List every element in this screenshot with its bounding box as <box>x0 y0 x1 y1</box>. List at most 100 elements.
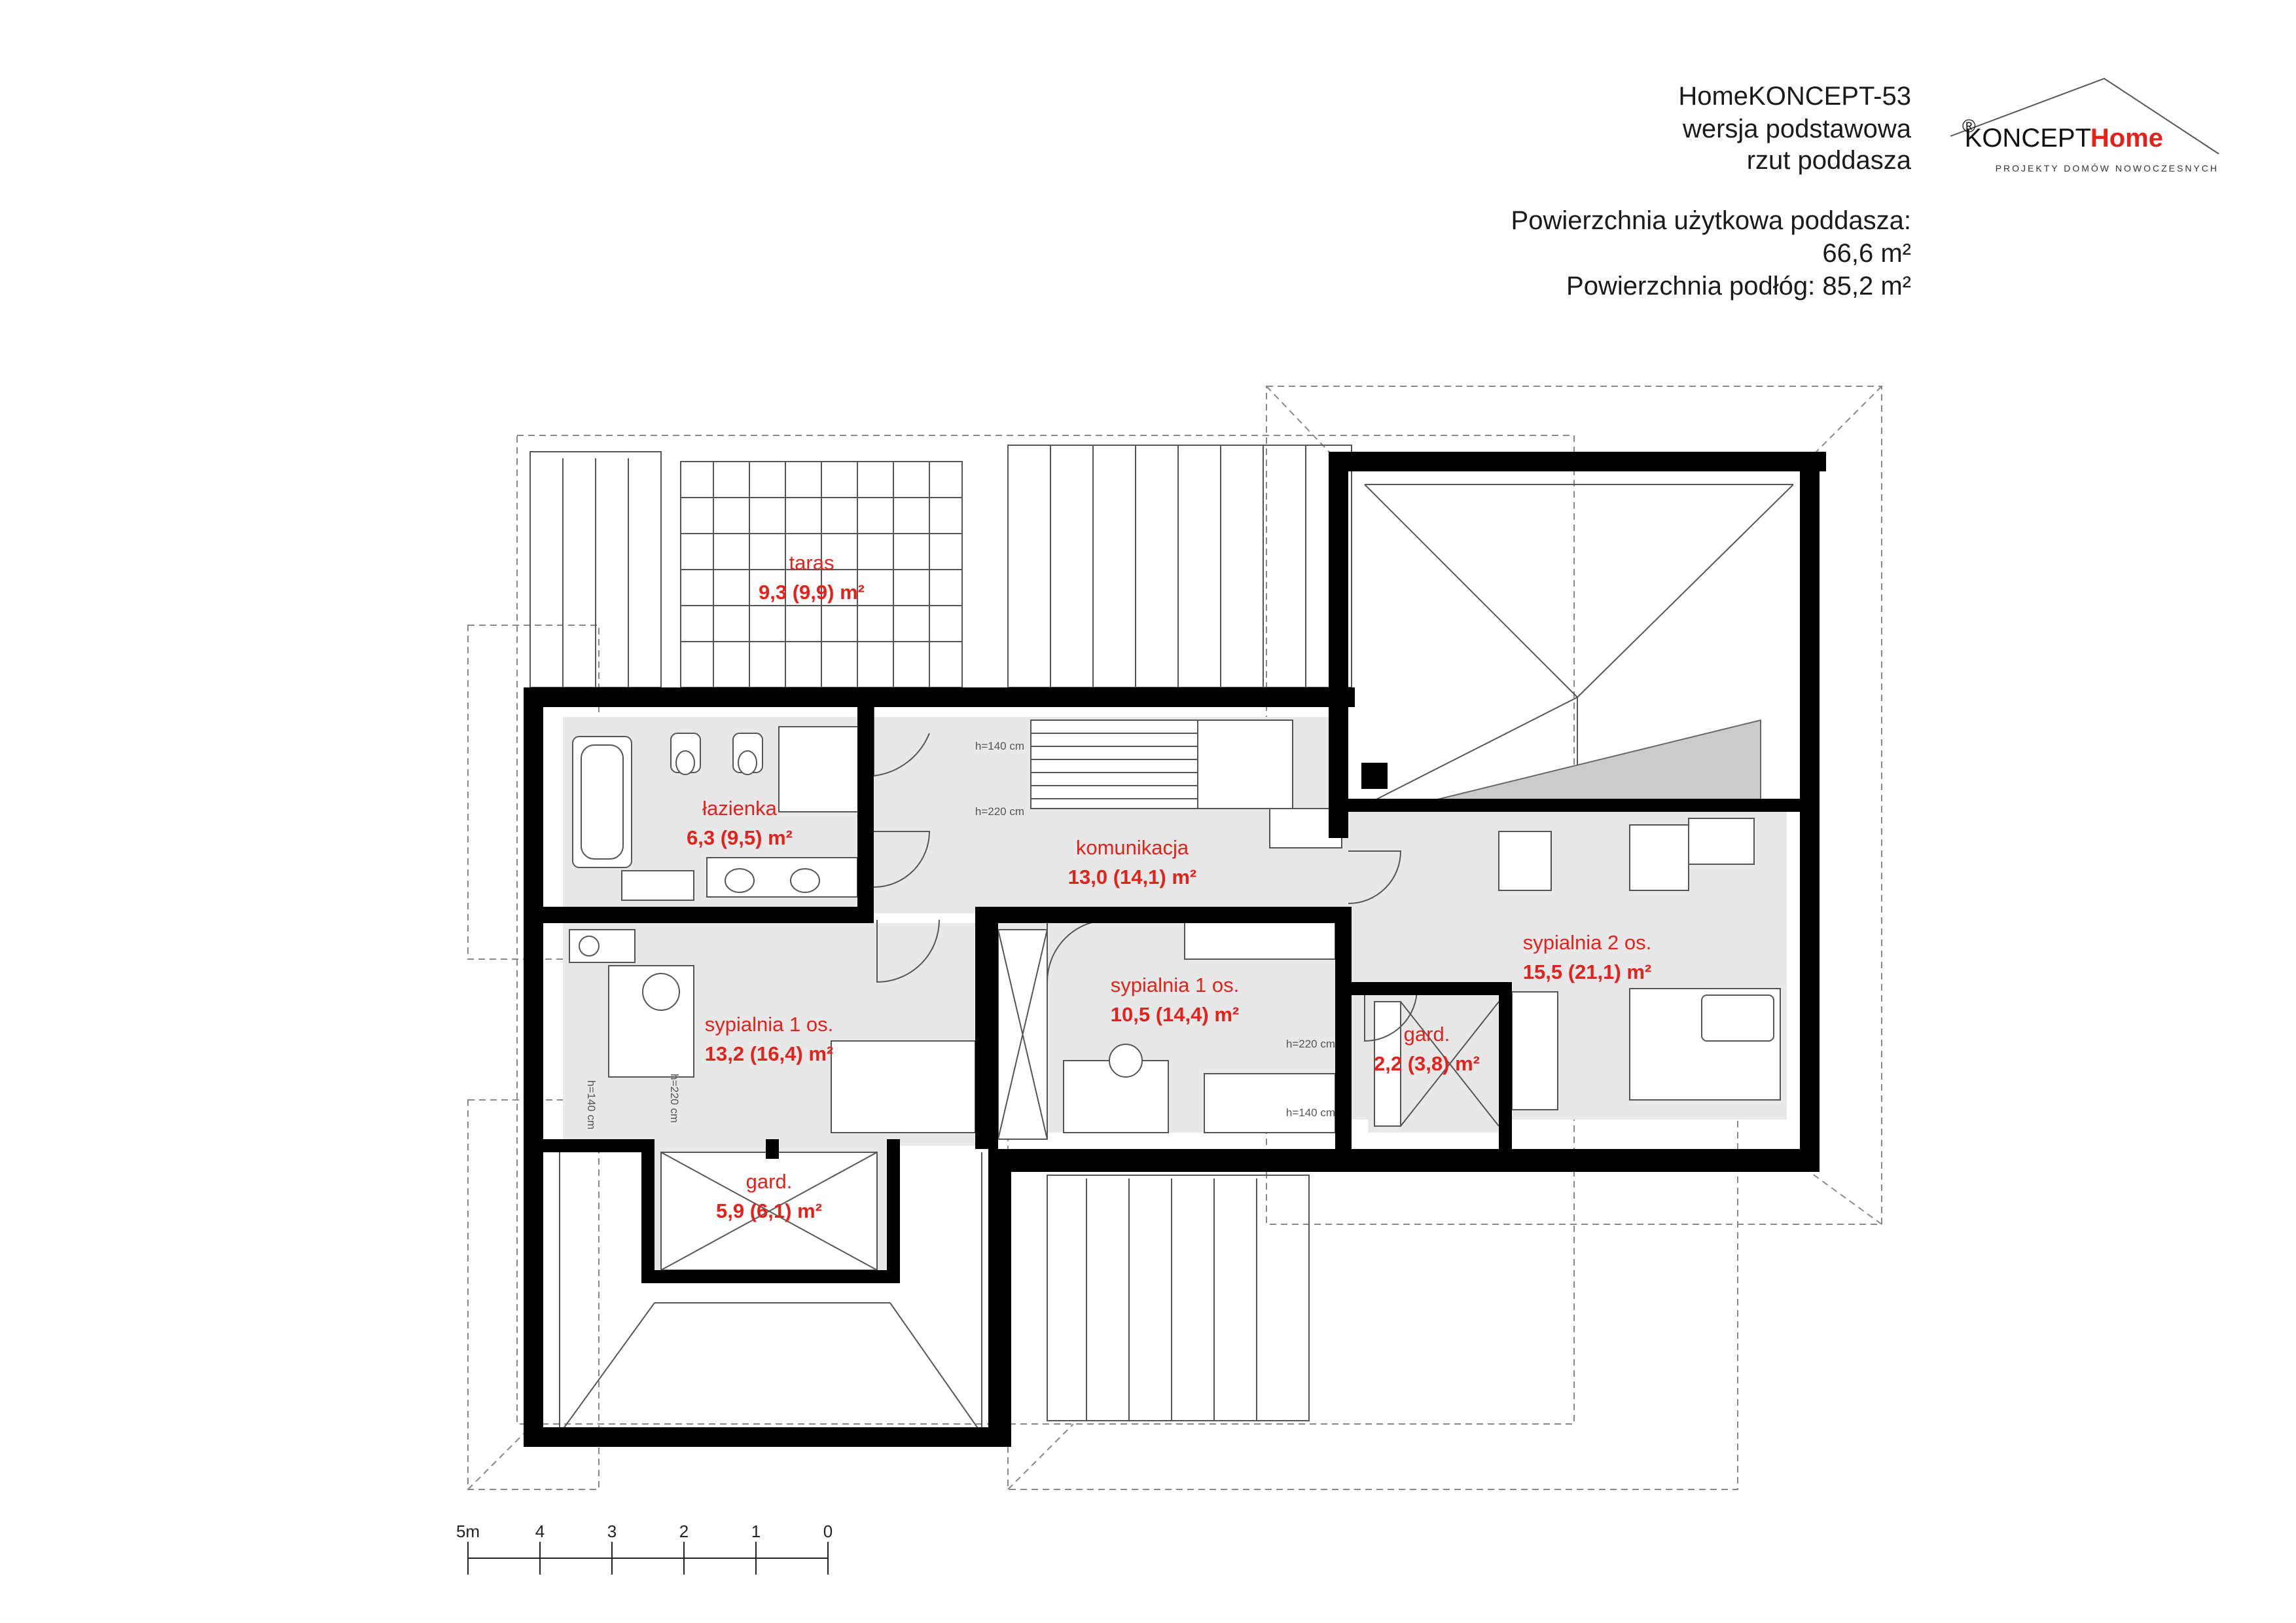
door-bathroom-icon <box>873 831 931 888</box>
scale-tick-label: 3 <box>607 1522 617 1541</box>
scale-tick-label: 5m <box>456 1522 480 1541</box>
usable-area-label: Powierzchnia użytkowa poddasza: <box>1511 206 1911 235</box>
room-label-gard-b: gard. <box>746 1170 793 1193</box>
wall-gard-b-bottom <box>641 1270 900 1283</box>
washing-machine-icon <box>621 870 694 901</box>
plan-title: HomeKONCEPT-53 <box>1678 82 1911 111</box>
bed-b-icon <box>1204 1073 1336 1133</box>
wall-top-left <box>524 687 949 707</box>
roof-hip-line <box>559 1302 655 1434</box>
logo-brand-home: Home <box>2090 124 2163 153</box>
wall-bed-b-top <box>998 907 1352 923</box>
bathroom-fixtures <box>572 726 861 901</box>
plan-view: rzut poddasza <box>1747 146 1912 175</box>
room-label-sypialnia-1os-a: sypialnia 1 os. <box>705 1013 833 1036</box>
scale-tick-label: 2 <box>679 1522 689 1541</box>
room-labels: taras 9,3 (9,9) m² łazienka 6,3 (9,5) m²… <box>687 551 1651 1222</box>
sink-left-icon <box>725 868 755 893</box>
wall-gard-b-stub <box>766 1139 779 1159</box>
roof-hip-line <box>1809 386 1882 459</box>
usable-area-value: 66,6 m² <box>1822 239 1911 268</box>
chair-icon <box>642 973 680 1011</box>
roof-outline-left-upper <box>467 625 600 960</box>
room-label-lazienka: łazienka <box>702 797 777 820</box>
armchair-icon <box>1498 831 1552 891</box>
chimney-icon <box>1361 763 1388 789</box>
sink-right-icon <box>790 868 820 893</box>
void-line <box>1364 484 1578 698</box>
wall-top-right <box>1329 452 1826 471</box>
floor-area: Powierzchnia podłóg: 85,2 m² <box>1566 272 1911 301</box>
height-note-h220-left: h=220 cm <box>668 1074 681 1123</box>
room-area-sypialnia-1os-a: 13,2 (16,4) m² <box>705 1042 833 1065</box>
room-area-lazienka: 6,3 (9,5) m² <box>687 826 793 849</box>
stairs-outline <box>1030 720 1293 809</box>
height-note-h140-stairs: h=140 cm <box>975 740 1024 752</box>
bathtub-inner-icon <box>581 744 624 860</box>
door-bed-a-icon <box>876 919 940 983</box>
desk-icon <box>831 1040 976 1133</box>
closet-diag <box>660 1152 878 1271</box>
door-swings <box>873 707 1418 1042</box>
room-label-sypialnia-1os-b: sypialnia 1 os. <box>1111 974 1239 996</box>
wardrobe-fixtures <box>660 1001 1499 1271</box>
room-area-sypialnia-1os-b: 10,5 (14,4) m² <box>1111 1003 1239 1026</box>
shelf-b-icon <box>1184 919 1336 960</box>
roof-slope-area-bottom <box>1047 1175 1310 1421</box>
wall-right-inner <box>1329 452 1348 838</box>
walls <box>524 452 1826 1447</box>
room-area-gard-b: 5,9 (6,1) m² <box>716 1199 822 1222</box>
homekoncept-logo: Home KONCEPT ® PROJEKTY DOMÓW NOWOCZESNY… <box>1950 77 2219 173</box>
wall-bath-right <box>857 707 874 923</box>
bedroom-2os-furniture <box>1498 818 1781 1110</box>
scale-tick-label: 4 <box>535 1522 545 1541</box>
roof-hip-line <box>1809 1171 1882 1225</box>
staircase: h=140 cm h=220 cm <box>975 720 1342 848</box>
logo-registered: ® <box>1962 116 1976 136</box>
wall-gard-b-left <box>641 1139 655 1280</box>
roof-hip-line <box>467 1423 534 1490</box>
door-bed-2os-icon <box>1348 850 1402 904</box>
wall-gard-b-right <box>887 1139 900 1280</box>
shelf-icon <box>1688 818 1755 865</box>
roof-hatch <box>1426 719 1761 803</box>
wall-top-mid <box>936 687 1355 707</box>
bedroom-1os-a-furniture: h=140 cm h=220 cm <box>569 929 976 1133</box>
wall-bottom-right <box>988 1149 1820 1172</box>
room-label-gard-a: gard. <box>1404 1023 1450 1046</box>
wall-bottom-left <box>524 1427 1011 1447</box>
wall-gard-a-right <box>1499 982 1512 1149</box>
scale-tick-label: 0 <box>823 1522 833 1541</box>
roof-hip-line <box>1007 1423 1074 1490</box>
room-area-komunikacja: 13,0 (14,1) m² <box>1068 866 1196 888</box>
void-upper-right <box>1364 484 1794 806</box>
roof-outline-left-lower <box>467 1099 600 1490</box>
wall-bed-a-right <box>975 907 998 1149</box>
height-note-h220-bed: h=220 cm <box>1286 1038 1335 1050</box>
room-label-komunikacja: komunikacja <box>1076 836 1189 859</box>
terrace-tiles <box>680 461 963 688</box>
pillow-icon <box>1701 994 1774 1042</box>
roof-hip-line <box>1266 386 1336 459</box>
wall-bed-b-right <box>1335 907 1352 1149</box>
door-gard-a-icon <box>1364 988 1418 1042</box>
wall-bed-2os-top <box>1348 799 1820 812</box>
chair-b-icon <box>1109 1044 1143 1078</box>
wall-gard-b-top-left <box>543 1139 641 1152</box>
wall-gard-a-top <box>1352 982 1509 995</box>
room-label-taras: taras <box>789 551 834 574</box>
door-terrace-icon <box>873 707 930 777</box>
height-note-h140-bed: h=140 cm <box>1286 1106 1335 1119</box>
logo-tagline: PROJEKTY DOMÓW NOWOCZESNYCH <box>1996 163 2219 173</box>
plan-version: wersja podstawowa <box>1682 115 1912 143</box>
room-area-taras: 9,3 (9,9) m² <box>759 581 865 604</box>
bedroom-1os-b-furniture: h=220 cm h=140 cm <box>997 919 1336 1140</box>
wardrobe-icon <box>1511 991 1558 1110</box>
room-label-sypialnia-2os: sypialnia 2 os. <box>1523 931 1651 954</box>
room-area-sypialnia-2os: 15,5 (21,1) m² <box>1523 960 1651 983</box>
closet-diag <box>1400 1001 1499 1127</box>
basin-bowl-icon <box>579 936 600 957</box>
roof-slope-bottom <box>559 1152 1310 1434</box>
